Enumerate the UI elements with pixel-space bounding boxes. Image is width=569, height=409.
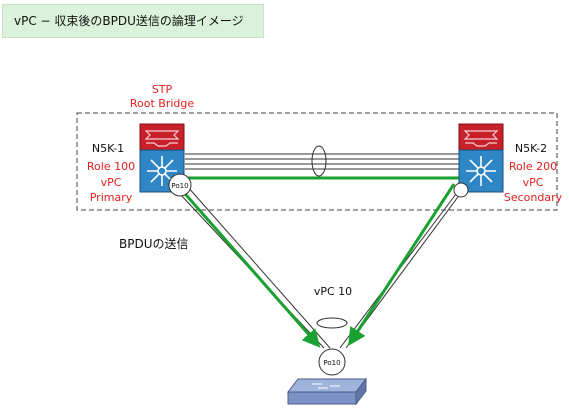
po10-port-right [453, 182, 469, 198]
access-switch-icon [286, 377, 368, 406]
stp-label-line2: Root Bridge [129, 97, 195, 110]
po10-label-left: Po10 [171, 182, 188, 190]
n5k-1-vpc: vPC [100, 176, 122, 189]
po10-port-access [318, 348, 346, 376]
vpc-domain-box [76, 112, 558, 211]
n5k-1-name: N5K-1 [91, 142, 125, 155]
n5k-2-name: N5K-2 [514, 142, 548, 155]
po10-port-left [168, 173, 192, 197]
peer-link-port-channel-ellipse [311, 145, 327, 177]
diagram-title: vPC − 収束後のBPDU送信の論理イメージ [2, 4, 264, 38]
n5k-2-vpc: vPC [522, 176, 544, 189]
bpdu-arrow-right [348, 183, 456, 347]
bpdu-arrow-left [178, 187, 321, 348]
bpdu-label: BPDUの送信 [119, 237, 189, 251]
vpc10-port-channel-ellipse [316, 317, 348, 329]
n5k-1-role: Role 100 [86, 160, 136, 173]
n5k-2-role: Role 200 [508, 160, 558, 173]
peer-link [185, 145, 460, 177]
switch-icon-n5k-2 [458, 123, 504, 193]
n5k-2-state: Secondary [503, 191, 563, 204]
po10-label-access: Po10 [323, 359, 340, 367]
n5k-1-state: Primary [89, 191, 133, 204]
stp-label-line1: STP [151, 83, 173, 96]
vpc10-label: vPC 10 [313, 285, 353, 298]
